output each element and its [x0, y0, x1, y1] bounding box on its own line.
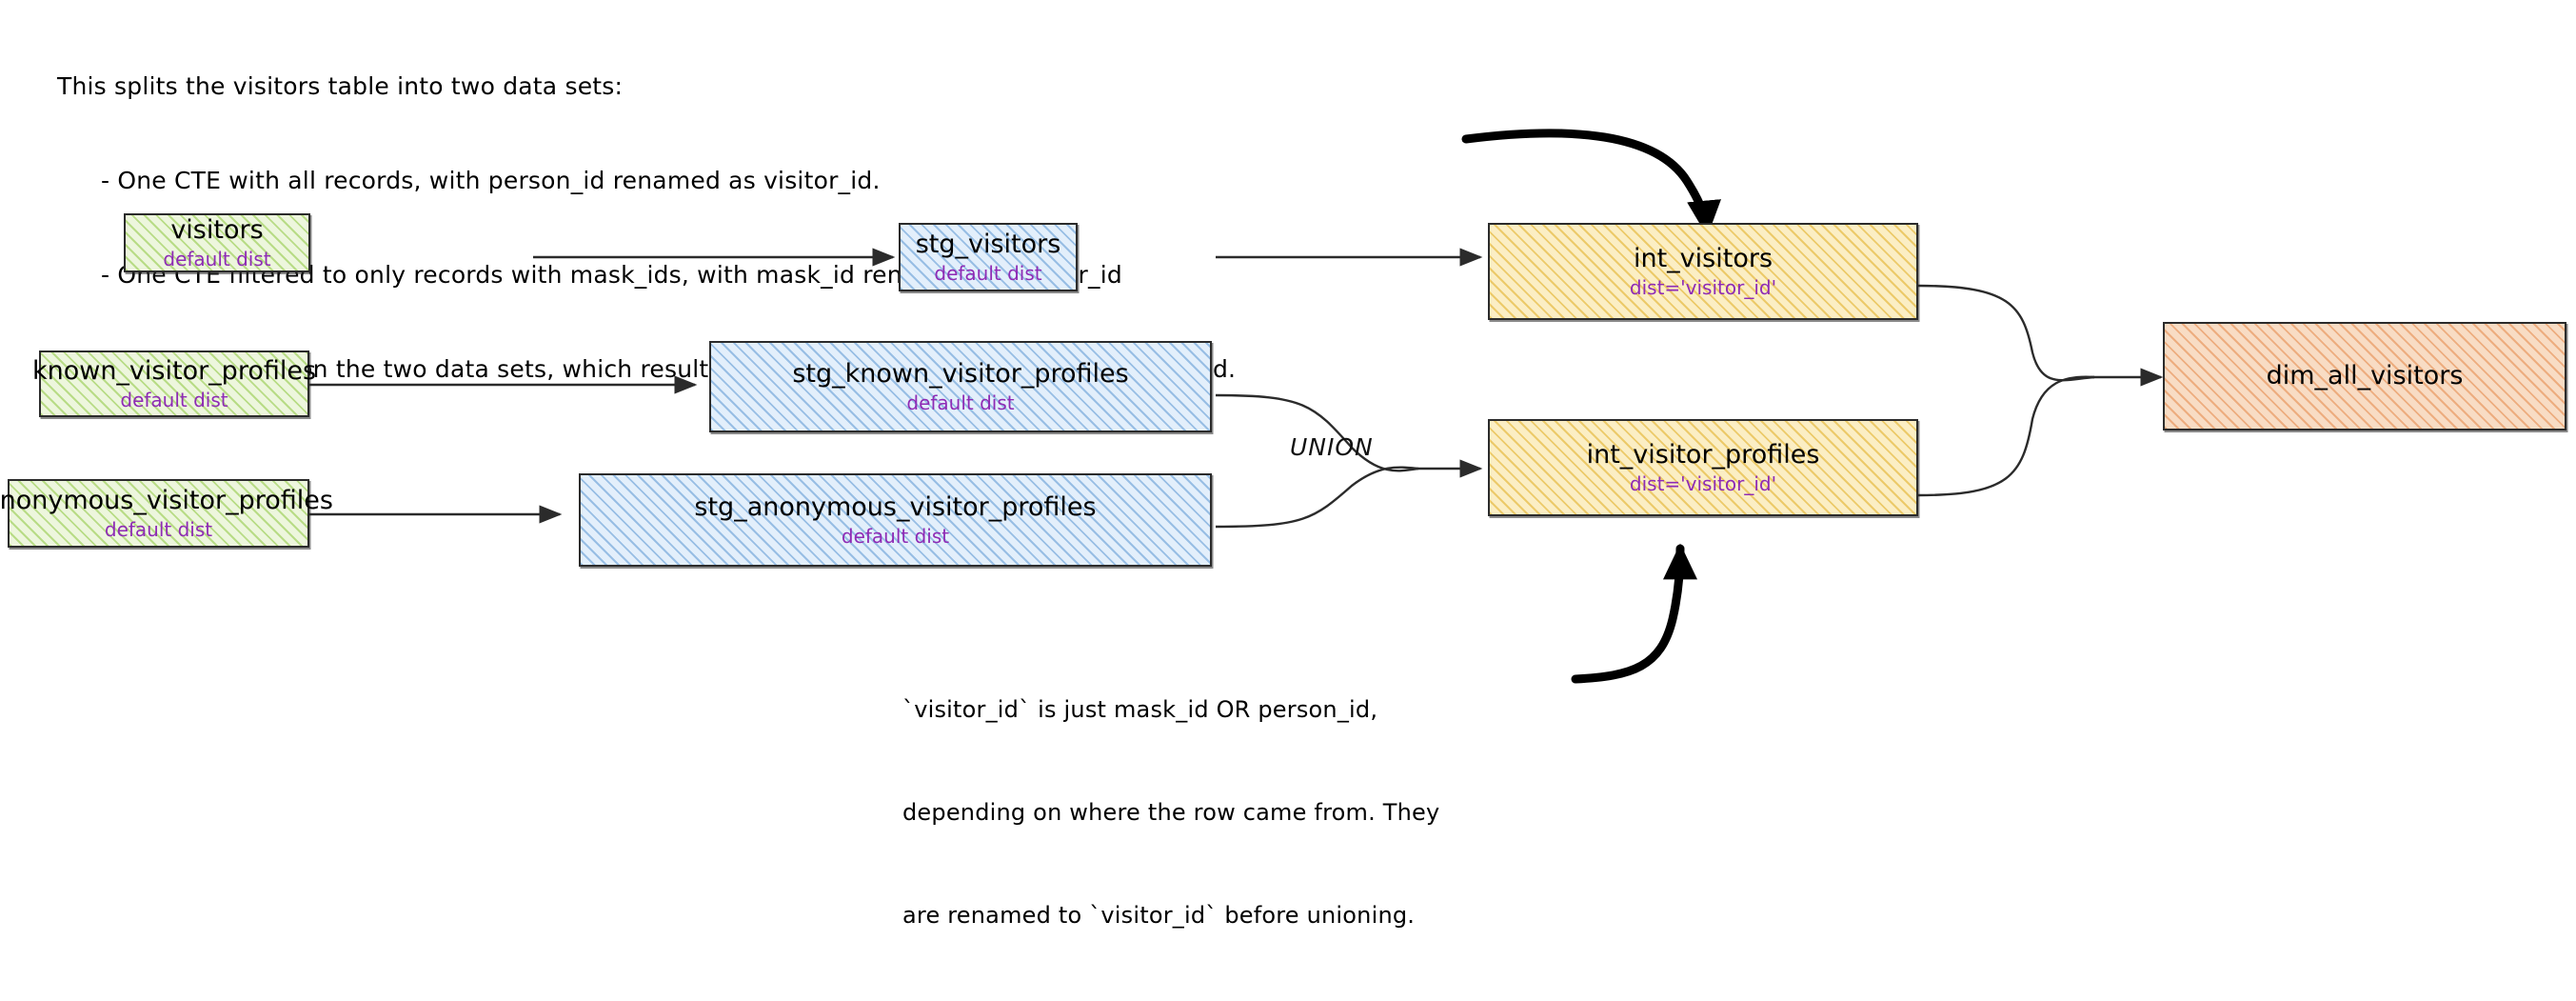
edge-int-visitor-profiles-to-dim — [1917, 375, 2095, 497]
edge-stg-anonymous-to-union — [1215, 466, 1419, 529]
node-int-visitors[interactable]: int_visitors dist='visitor_id' — [1488, 223, 1918, 320]
node-dim-all-visitors[interactable]: dim_all_visitors — [2163, 322, 2566, 430]
edge-label-union: UNION — [1290, 433, 1374, 461]
diagram-canvas: This splits the visitors table into two … — [0, 72, 2566, 929]
node-visitors-dist: default dist — [163, 248, 271, 271]
header-lead-line: This splits the visitors table into two … — [57, 72, 624, 100]
node-stg-known-visitor-profiles[interactable]: stg_known_visitor_profiles default dist — [709, 341, 1212, 432]
node-stg-anonymous-visitor-profiles-title: stg_anonymous_visitor_profiles — [694, 491, 1097, 522]
edge-layer — [309, 129, 2164, 684]
node-stg-visitors-dist: default dist — [934, 262, 1042, 286]
node-dim-all-visitors-title: dim_all_visitors — [2266, 361, 2464, 391]
node-int-visitors-title: int_visitors — [1633, 243, 1773, 273]
node-known-visitor-profiles-title: known_visitor_profiles — [31, 355, 317, 386]
node-known-visitor-profiles[interactable]: known_visitor_profiles default dist — [32, 350, 316, 417]
node-visitors-title: visitors — [170, 214, 264, 245]
node-stg-known-visitor-profiles-title: stg_known_visitor_profiles — [792, 358, 1129, 389]
node-int-visitor-profiles[interactable]: int_visitor_profiles dist='visitor_id' — [1488, 419, 1918, 516]
node-anonymous-visitor-profiles[interactable]: anonymous_visitor_profiles default dist — [0, 479, 333, 548]
bottom-note-line-3: are renamed to `visitor_id` before union… — [902, 902, 1416, 929]
node-known-visitor-profiles-dist: default dist — [120, 389, 228, 412]
bottom-note-line-2: depending on where the row came from. Th… — [902, 799, 1440, 826]
header-bullet-1: - One CTE with all records, with person_… — [101, 167, 881, 194]
node-anonymous-visitor-profiles-title: anonymous_visitor_profiles — [0, 485, 333, 515]
node-int-visitor-profiles-title: int_visitor_profiles — [1586, 439, 1820, 470]
bottom-annotation: `visitor_id` is just mask_id OR person_i… — [902, 624, 1439, 1001]
edge-int-visitors-to-dim — [1917, 284, 2095, 382]
node-stg-visitors[interactable]: stg_visitors default dist — [899, 223, 1078, 291]
node-visitors[interactable]: visitors default dist — [124, 213, 310, 272]
bottom-note-line-1: `visitor_id` is just mask_id OR person_i… — [902, 696, 1378, 723]
node-int-visitors-dist: dist='visitor_id' — [1629, 276, 1777, 300]
node-int-visitor-profiles-dist: dist='visitor_id' — [1629, 472, 1777, 496]
edge-stg-known-to-union — [1215, 393, 1419, 472]
node-stg-visitors-title: stg_visitors — [915, 229, 1061, 259]
callout-arrow-bottom — [1571, 543, 1697, 684]
node-stg-anonymous-visitor-profiles[interactable]: stg_anonymous_visitor_profiles default d… — [579, 473, 1212, 567]
node-anonymous-visitor-profiles-dist: default dist — [104, 518, 213, 542]
callout-arrow-top — [1461, 129, 1721, 237]
node-stg-anonymous-visitor-profiles-dist: default dist — [841, 525, 950, 549]
node-stg-known-visitor-profiles-dist: default dist — [906, 391, 1015, 415]
